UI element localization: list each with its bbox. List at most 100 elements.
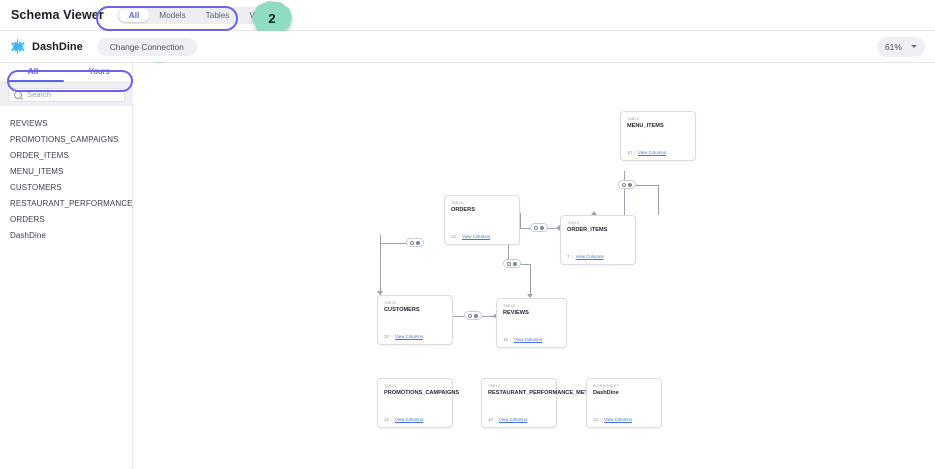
link-icon [474,313,478,318]
node-kind-label: TABLE [451,201,464,205]
tab-all[interactable]: All [118,8,150,22]
search-placeholder: Search [27,90,52,99]
node-column-count: 10 [451,234,456,239]
edge-menu-items-order-items-h1 [624,185,659,186]
node-title: MENU_ITEMS [627,123,664,129]
connection-name: DashDine [32,40,83,53]
snowflake-icon [10,39,25,54]
node-dashdine-worksheet[interactable]: WORKSHEET DashDine 10 | View Columns [586,378,662,428]
sidebar-item-restaurant-performance-metrics[interactable]: RESTAURANT_PERFORMANCE_METRI [10,198,133,208]
node-title: REVIEWS [503,310,529,316]
node-title: RESTAURANT_PERFORMANCE_METRICS [488,390,602,396]
sidebar: All Yours Search REVIEWS PROMOTIONS_CAMP… [0,63,133,469]
view-columns-link[interactable]: View Columns [638,150,667,155]
node-kind-label: TABLE [627,117,640,121]
sidebar-tab-all[interactable]: All [27,66,39,76]
change-connection-button[interactable]: Change Connection [96,37,197,56]
node-title: CUSTOMERS [384,307,420,313]
node-title: ORDER_ITEMS [567,227,608,233]
search-icon [14,90,22,99]
node-kind-label: TABLE [384,301,397,305]
node-kind-label: TABLE [503,304,516,308]
node-footer: 10 | View Columns [384,334,423,339]
link-icon [513,261,517,266]
node-divider: | [510,337,512,342]
node-reviews[interactable]: TABLE REVIEWS 10 | View Columns [496,298,567,348]
node-column-count: 10 [627,150,632,155]
sidebar-divider [0,82,133,83]
node-restaurant-performance-metrics[interactable]: TABLE RESTAURANT_PERFORMANCE_METRICS 10 … [481,378,602,428]
node-kind-label: WORKSHEET [593,384,620,388]
node-promotions-campaigns[interactable]: TABLE PROMOTIONS_CAMPAIGNS 12 | View Col… [377,378,460,428]
edge-menu-items-order-items-v2 [658,185,659,215]
node-footer: 10 | View Columns [627,150,666,155]
edge-badge-orders-customers[interactable] [406,238,424,247]
sidebar-item-menu-items[interactable]: MENU_ITEMS [10,166,64,176]
node-footer: 7 | View Columns [567,254,604,259]
chevron-down-icon [911,45,917,48]
view-columns-link[interactable]: View Columns [575,254,604,259]
edge-badge-orders-order-items[interactable] [530,223,548,232]
edge-badge-menu-order-items[interactable] [618,180,636,189]
edge-orders-order-items-v [520,213,521,228]
view-columns-link[interactable]: View Columns [462,234,491,239]
sidebar-scope-tabs: All Yours [0,63,132,82]
annotation-pin-2-label: 2 [268,10,276,26]
node-column-count: 10 [488,417,493,422]
node-title: ORDERS [451,207,475,213]
sidebar-item-customers[interactable]: CUSTOMERS [10,182,62,192]
node-order-items[interactable]: TABLE ORDER_ITEMS 7 | View Columns [560,215,636,265]
view-columns-link[interactable]: View Columns [395,417,424,422]
node-kind-label: TABLE [488,384,501,388]
edge-arrow-reviews-top [527,294,533,298]
sidebar-item-dashdine[interactable]: DashDine [10,230,46,240]
sidebar-tab-yours[interactable]: Yours [88,66,110,76]
node-footer: 10 | View Columns [451,234,490,239]
tab-models[interactable]: Models [159,10,186,20]
link-icon [628,182,632,187]
tab-tables[interactable]: Tables [205,10,230,20]
node-orders[interactable]: TABLE ORDERS 10 | View Columns [444,195,520,245]
eye-icon [468,313,472,318]
sidebar-item-order-items[interactable]: ORDER_ITEMS [10,150,69,160]
view-columns-link[interactable]: View Columns [395,334,424,339]
annotation-pin-2: 2 [252,1,292,35]
edge-orders-customers-v2 [380,243,381,298]
node-footer: 12 | View Columns [384,417,423,422]
node-footer: 10 | View Columns [488,417,527,422]
node-kind-label: TABLE [384,384,397,388]
node-divider: | [458,234,460,239]
sidebar-tab-underline [8,80,64,82]
node-divider: | [571,254,574,259]
sidebar-item-reviews[interactable]: REVIEWS [10,118,48,128]
edge-arrow-order-items-top [591,211,597,215]
node-menu-items[interactable]: TABLE MENU_ITEMS 10 | View Columns [620,111,696,161]
edge-badge-customers-reviews[interactable] [464,311,482,320]
node-title: DashDine [593,390,619,396]
node-footer: 10 | View Columns [593,417,632,422]
node-divider: | [391,334,393,339]
node-customers[interactable]: TABLE CUSTOMERS 10 | View Columns [377,295,453,345]
sidebar-item-orders[interactable]: ORDERS [10,214,45,224]
node-divider: | [391,417,393,422]
view-columns-link[interactable]: View Columns [604,417,633,422]
edge-arrow-customers-top [377,291,383,295]
search-input[interactable]: Search [8,87,125,102]
schema-diagram-canvas[interactable]: TABLE MENU_ITEMS 10 | View Columns TABLE… [133,63,935,469]
zoom-level-selector[interactable]: 61% [877,36,925,57]
edge-orders-customers-h1 [380,243,420,244]
edge-badge-orders-reviews[interactable] [503,259,521,268]
node-divider: | [634,150,636,155]
view-columns-link[interactable]: View Columns [514,337,543,342]
node-title: PROMOTIONS_CAMPAIGNS [384,390,460,396]
edge-arrow-reviews-left [493,313,497,319]
node-footer: 10 | View Columns [503,337,542,342]
sidebar-item-promotions-campaigns[interactable]: PROMOTIONS_CAMPAIGNS [10,134,119,144]
edge-orders-reviews-v2 [530,264,531,297]
link-icon [540,225,544,230]
view-columns-link[interactable]: View Columns [499,417,528,422]
node-column-count: 10 [384,334,389,339]
pin-shape-icon [252,1,292,35]
node-column-count: 7 [567,254,570,259]
